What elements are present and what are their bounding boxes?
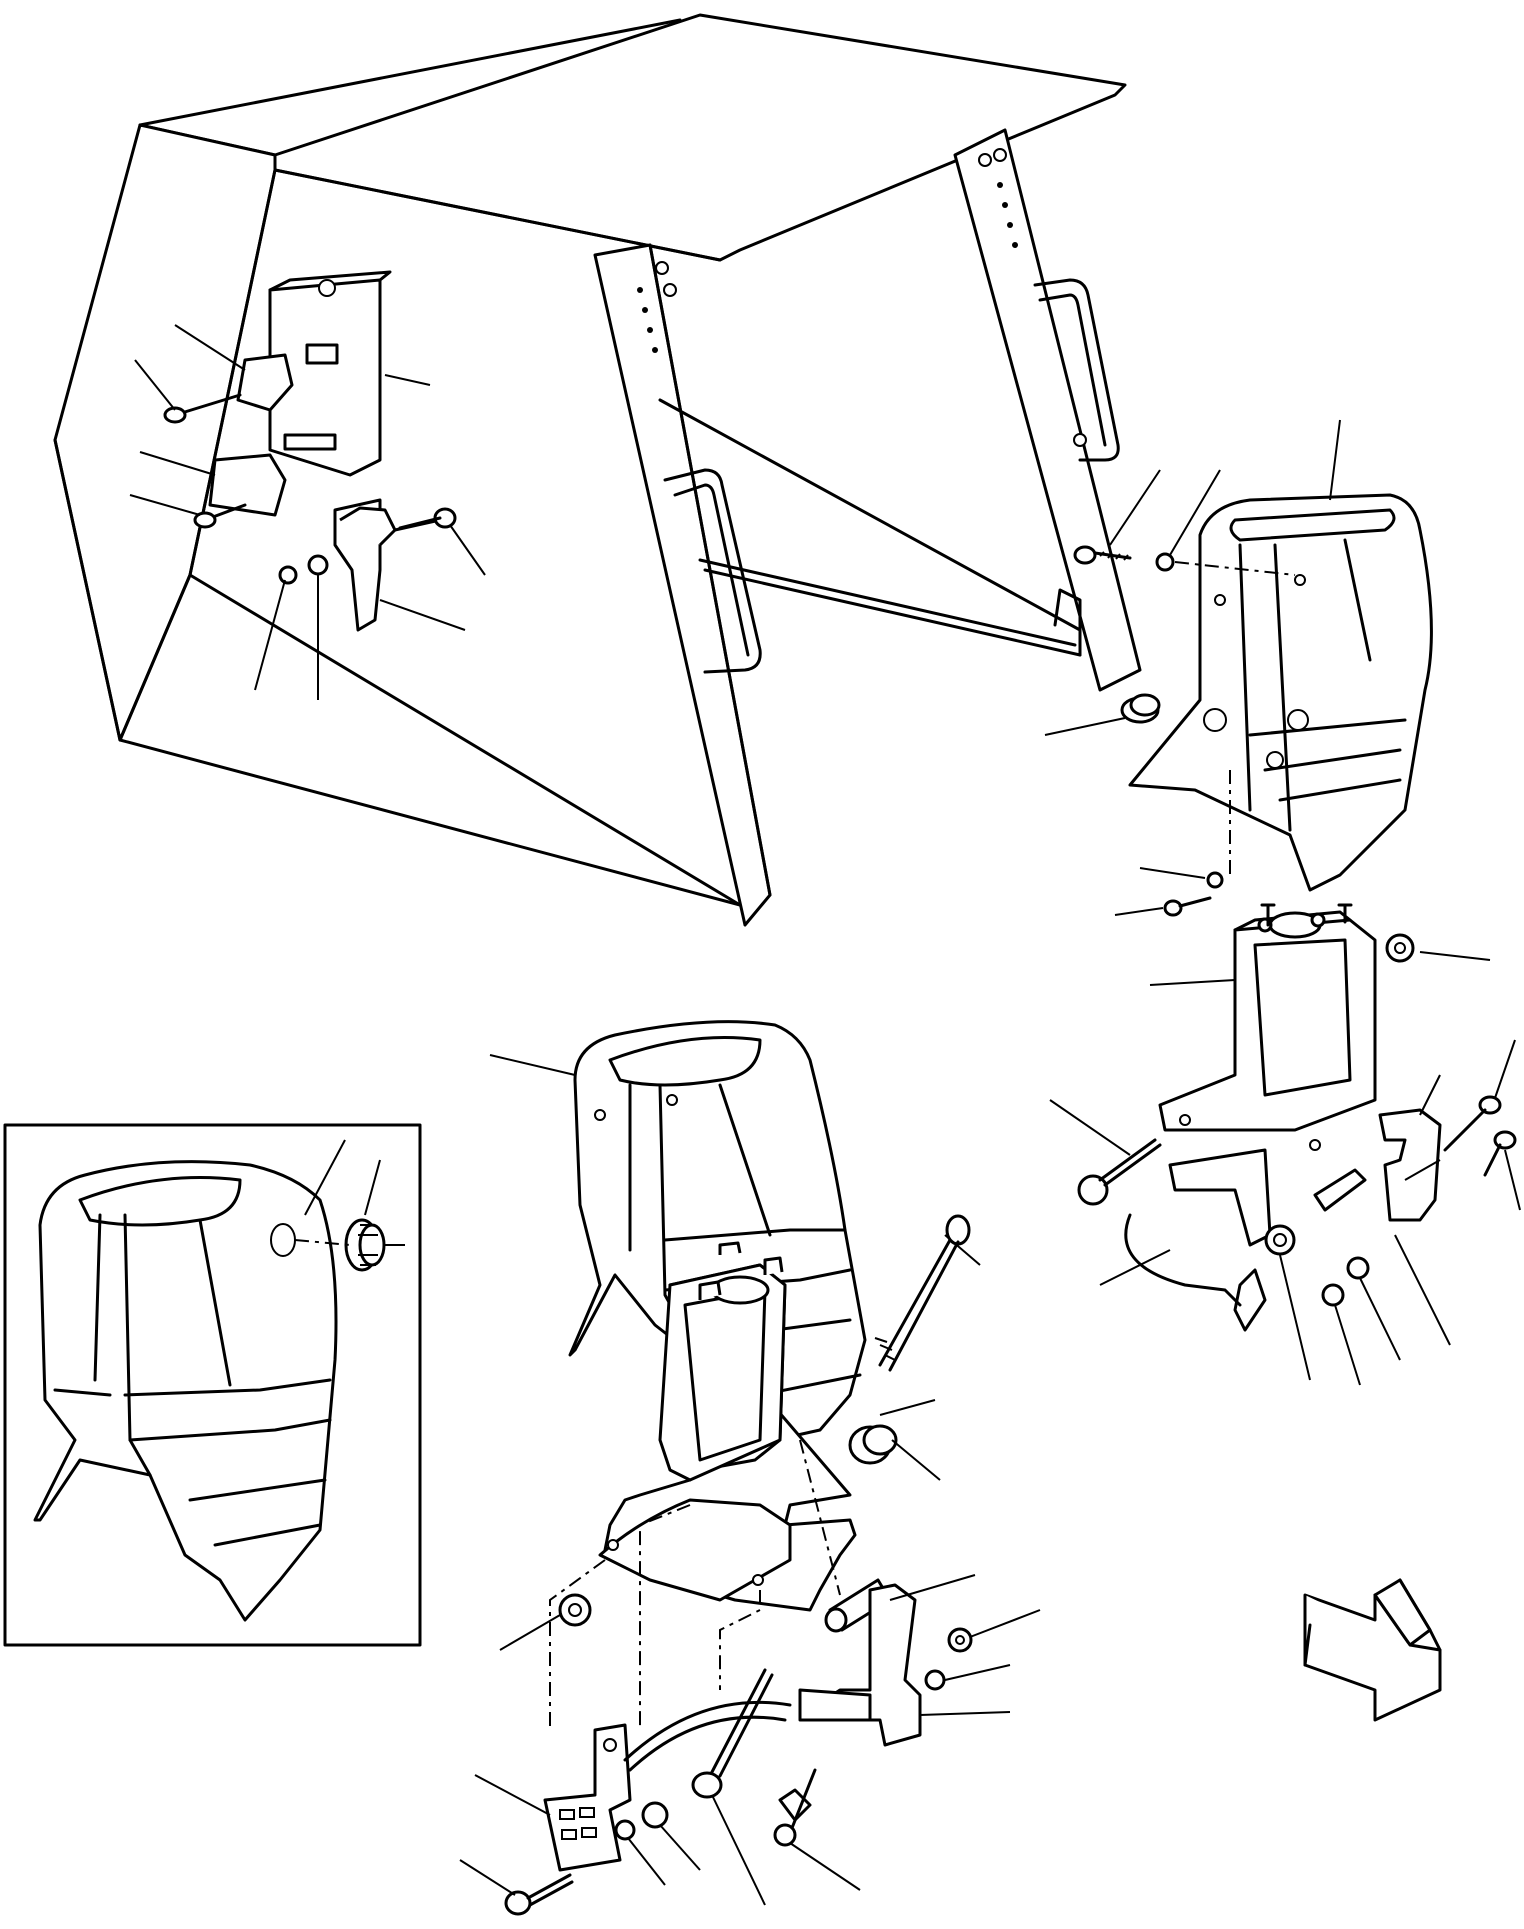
center-gear-nut (848, 1424, 898, 1465)
bracket-bolt-right-b (1483, 1130, 1517, 1177)
cab-left-panel (53, 123, 277, 742)
lever-washer (307, 554, 329, 576)
center-nut-right (947, 1627, 973, 1653)
cover-plate-lower (208, 453, 287, 517)
center-adjuster-bolt (691, 1668, 774, 1799)
console-shroud-upper (1128, 493, 1433, 892)
hook-bracket-right (1378, 1108, 1442, 1222)
center-long-screw-bottom (504, 1873, 574, 1916)
center-washer-bottom (614, 1819, 636, 1841)
key-switch-icon (318, 279, 336, 297)
box-connector-top (305, 343, 339, 365)
grommet-right (1120, 693, 1161, 724)
center-base-bracket-left (543, 1723, 632, 1872)
inset-frame (3, 1123, 422, 1647)
box-connector-bottom (283, 433, 337, 451)
console-shroud-center (568, 1020, 867, 1442)
arrow-icon (1303, 1578, 1442, 1722)
column-bracket-right (1049, 903, 1521, 1386)
inset-console-shroud (33, 1160, 338, 1622)
bracket-nut-top-right (1385, 933, 1415, 963)
screw-upper (163, 393, 242, 424)
control-box-assembly (129, 270, 486, 700)
control-box (268, 278, 382, 477)
center-long-bolt (874, 1214, 971, 1372)
left-grab-handle (663, 468, 762, 674)
column-bracket-center (459, 1214, 1041, 1916)
column-bracket-body-right (1158, 918, 1377, 1132)
console-cover-center (489, 1020, 867, 1442)
lever-nut (278, 565, 298, 585)
right-grab-handle (1033, 278, 1120, 462)
bracket-bolt-left-right (1077, 1138, 1162, 1206)
center-washer-right (924, 1669, 946, 1691)
cover-plate-upper (236, 353, 294, 412)
center-screw-bottom (773, 1768, 817, 1847)
console-screw (1163, 770, 1231, 917)
inset-grommet (344, 1218, 386, 1272)
bracket-locknut-right (1321, 1283, 1345, 1307)
bracket-nut-right (1264, 1224, 1296, 1256)
detail-inset (3, 1123, 422, 1647)
bracket-bolt-right-a (1443, 1095, 1502, 1152)
center-nut-bottom (641, 1801, 669, 1829)
bracket-washer-right (1346, 1256, 1370, 1280)
screw-lower (193, 503, 247, 529)
console-cover-right (1044, 419, 1433, 917)
center-nut-left (558, 1593, 592, 1627)
mounting-bolt-top (1073, 545, 1296, 576)
